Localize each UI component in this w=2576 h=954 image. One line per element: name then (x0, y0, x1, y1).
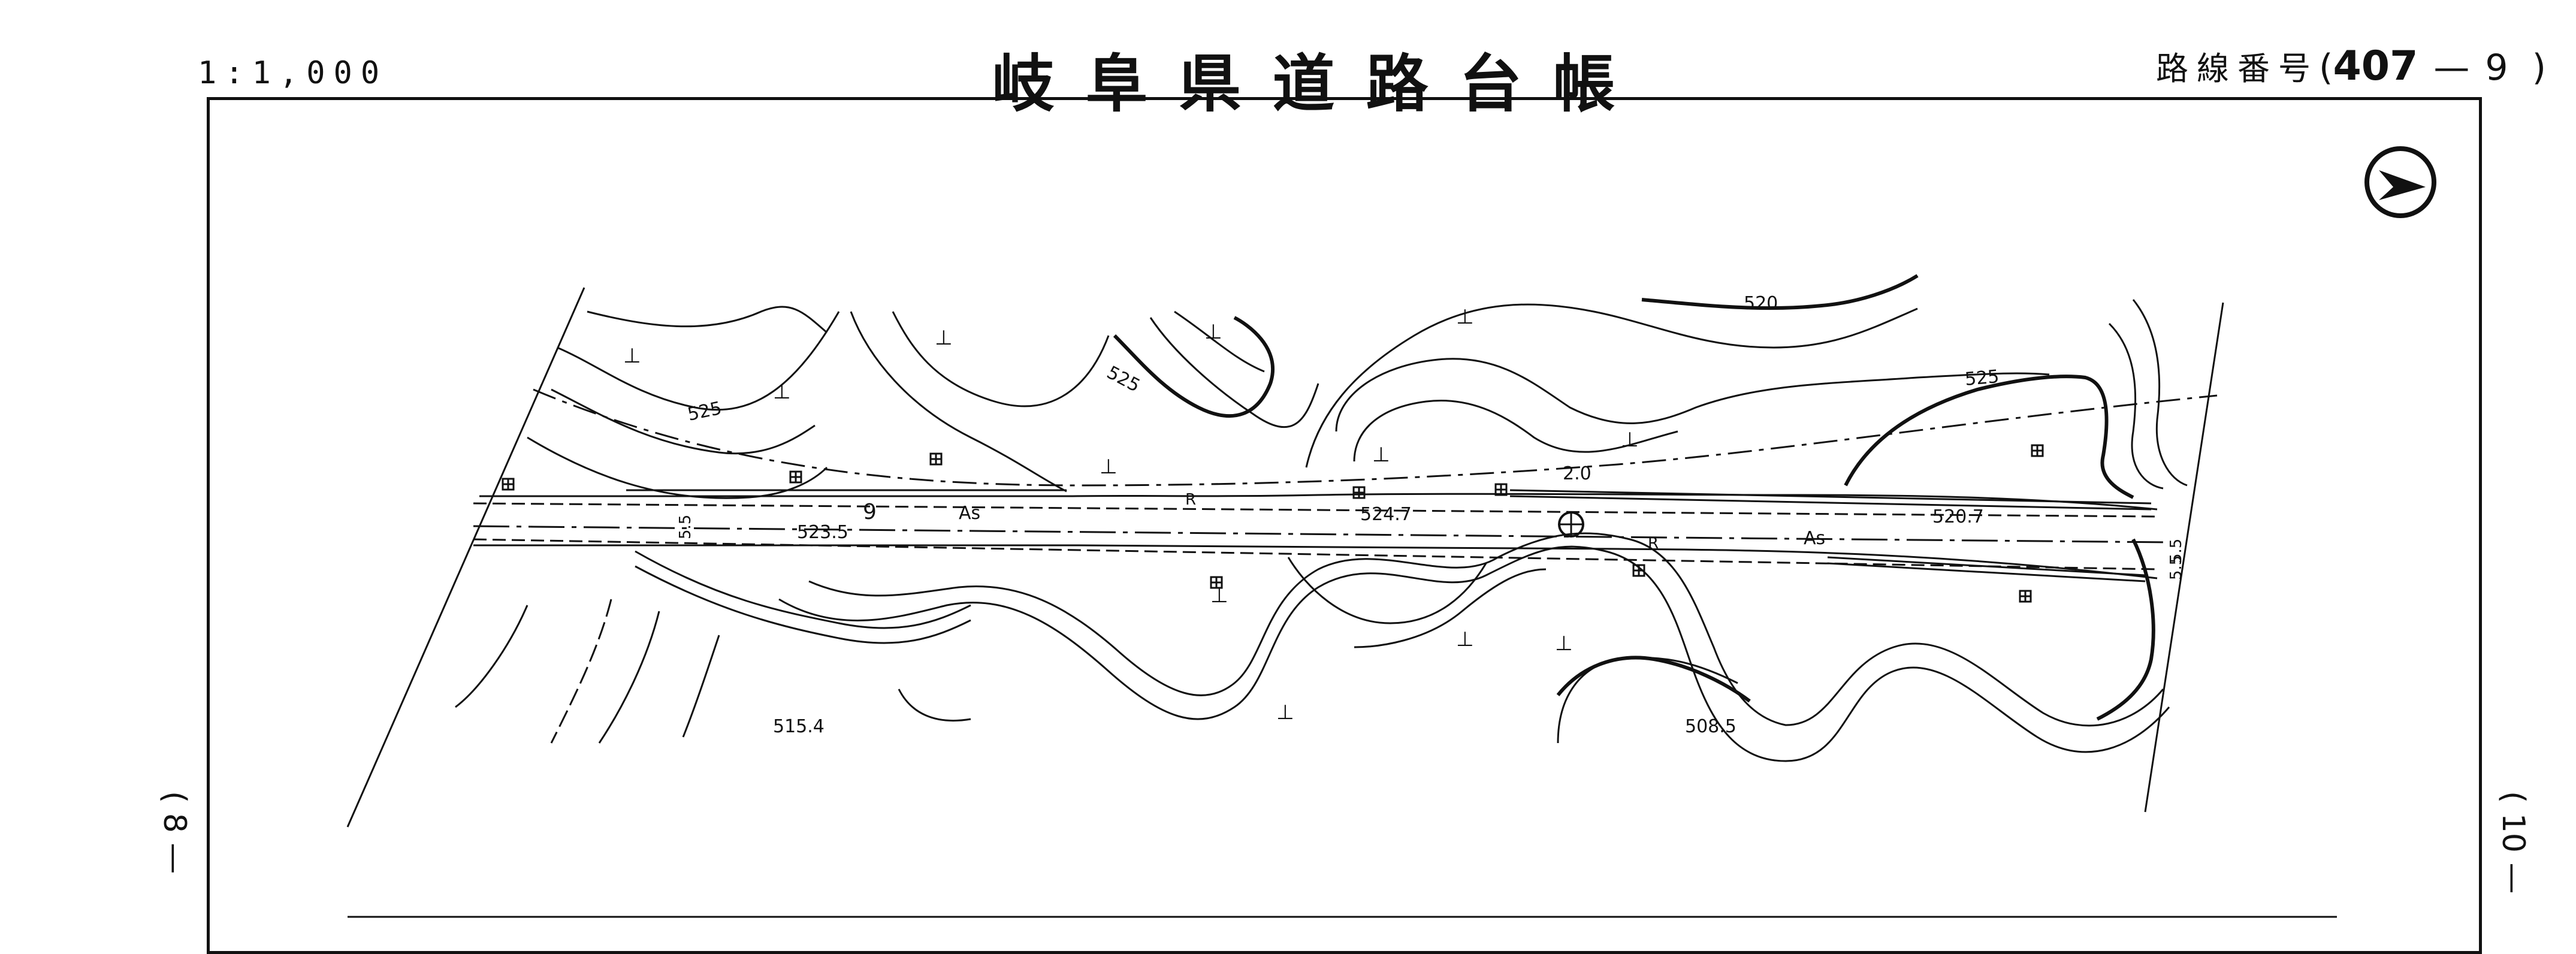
area-boundary (2144, 302, 2224, 813)
guardrail-label: R (1185, 491, 1196, 509)
pavement-label: As (959, 503, 980, 524)
grass-symbol-icon: ⊥ (773, 380, 791, 404)
retaining-wall (1509, 489, 2152, 511)
pavement-label: As (1804, 528, 1825, 549)
width-label: 5.5 (2167, 556, 2185, 580)
field-boundary (682, 635, 720, 738)
route-number-close: ) (2532, 47, 2546, 89)
spot-height: 520.7 (1932, 506, 1984, 527)
contour-label: 525 (685, 398, 723, 425)
contour-line (1149, 317, 1319, 428)
spot-height: 515.4 (773, 716, 825, 737)
contour-line (1113, 316, 1275, 418)
contour-line (551, 388, 816, 455)
previous-sheet-ref: ( 8 — (156, 791, 192, 874)
boundary-line (533, 388, 2218, 487)
field-boundary (898, 689, 971, 722)
grass-symbol-icon: ⊥ (1204, 320, 1222, 344)
contour-label: 525 (1103, 362, 1143, 397)
contour-line (1305, 303, 1918, 468)
grass-symbol-icon: ⊥ (1456, 305, 1474, 329)
contour-line (557, 311, 840, 411)
grass-symbol-icon: ⊥ (1456, 627, 1474, 651)
grass-symbol-icon: ⊥ (1372, 443, 1390, 467)
terrace-arc (1556, 656, 1751, 703)
grass-symbol-icon: ⊥ (1210, 584, 1228, 608)
retaining-wall (626, 489, 1067, 497)
road-edge-dashed (473, 538, 2158, 570)
road-edge (479, 493, 2158, 511)
route-number-dash: — (2433, 47, 2470, 89)
building-symbol-icon (929, 452, 943, 466)
contour-line (2096, 538, 2155, 721)
building-symbol-icon (1494, 483, 1508, 496)
spot-height: 523.5 (797, 522, 848, 543)
contour-line (1641, 274, 1919, 310)
grass-symbol-icon: ⊥ (623, 344, 641, 368)
grass-symbol-icon: ⊥ (1555, 632, 1573, 656)
width-label: 5.5 (2167, 539, 2185, 563)
spot-height: 508.5 (1685, 716, 1737, 737)
field-boundary (455, 605, 529, 708)
area-boundary (346, 287, 585, 828)
grass-symbol-icon: ⊥ (1621, 428, 1639, 452)
field-boundary (598, 611, 660, 744)
building-symbol-icon (1632, 564, 1645, 577)
building-symbol-icon (1352, 486, 1366, 499)
grass-symbol-icon: ⊥ (1100, 455, 1118, 479)
contour-line (850, 311, 1067, 493)
route-number-label: 路線番号 (2156, 50, 2320, 87)
road-centerline (473, 525, 2170, 544)
stream-bank (635, 565, 971, 644)
contour-line (1174, 310, 1265, 373)
map-scale: 1:1,000 (198, 55, 388, 91)
contour-line (1287, 557, 1487, 624)
building-symbol-icon (789, 470, 802, 484)
dimension-label: 2.0 (1563, 463, 1591, 484)
road-edge (473, 544, 2158, 579)
route-number-value: 407 (2333, 43, 2418, 90)
contour-line (2108, 322, 2164, 490)
stream-bank (635, 550, 971, 629)
retaining-wall (1827, 556, 2146, 582)
contour-line (808, 532, 2164, 727)
page-title: 岐阜県道路台帳 (992, 47, 1647, 120)
next-sheet-ref: ( 10 — (2495, 791, 2531, 894)
contour-line (1844, 375, 2134, 499)
contour-line (892, 311, 1110, 407)
road-edge-dashed (473, 502, 2158, 518)
field-boundary (550, 599, 612, 744)
contour-line (1335, 358, 2050, 432)
contour-line (587, 306, 828, 334)
route-number: 路線番号(407 — 9) (2156, 42, 2546, 90)
contour-line (1353, 400, 1678, 462)
grass-symbol-icon: ⊥ (1276, 701, 1294, 724)
sheet-number: 9 (2485, 47, 2508, 89)
contour-line (527, 436, 828, 499)
contour-line (778, 545, 2170, 762)
contour-label: 525 (1964, 366, 2000, 390)
building-symbol-icon (2019, 590, 2032, 603)
benchmark-icon (1558, 511, 1584, 538)
building-symbol-icon (502, 478, 515, 491)
building-symbol-icon (2031, 444, 2044, 457)
north-arrow-icon (2364, 146, 2436, 218)
width-label: 5.5 (677, 515, 694, 539)
guardrail-label: R (1648, 535, 1659, 553)
contour-line (1354, 568, 1547, 648)
contour-label: 520 (1744, 293, 1778, 314)
route-mark: 9 (863, 500, 877, 524)
route-number-open: ( (2319, 47, 2333, 89)
building-symbol-icon (1210, 576, 1223, 589)
grass-symbol-icon: ⊥ (935, 326, 953, 350)
contour-line (2132, 299, 2188, 487)
spot-height: 524.7 (1360, 504, 1412, 525)
